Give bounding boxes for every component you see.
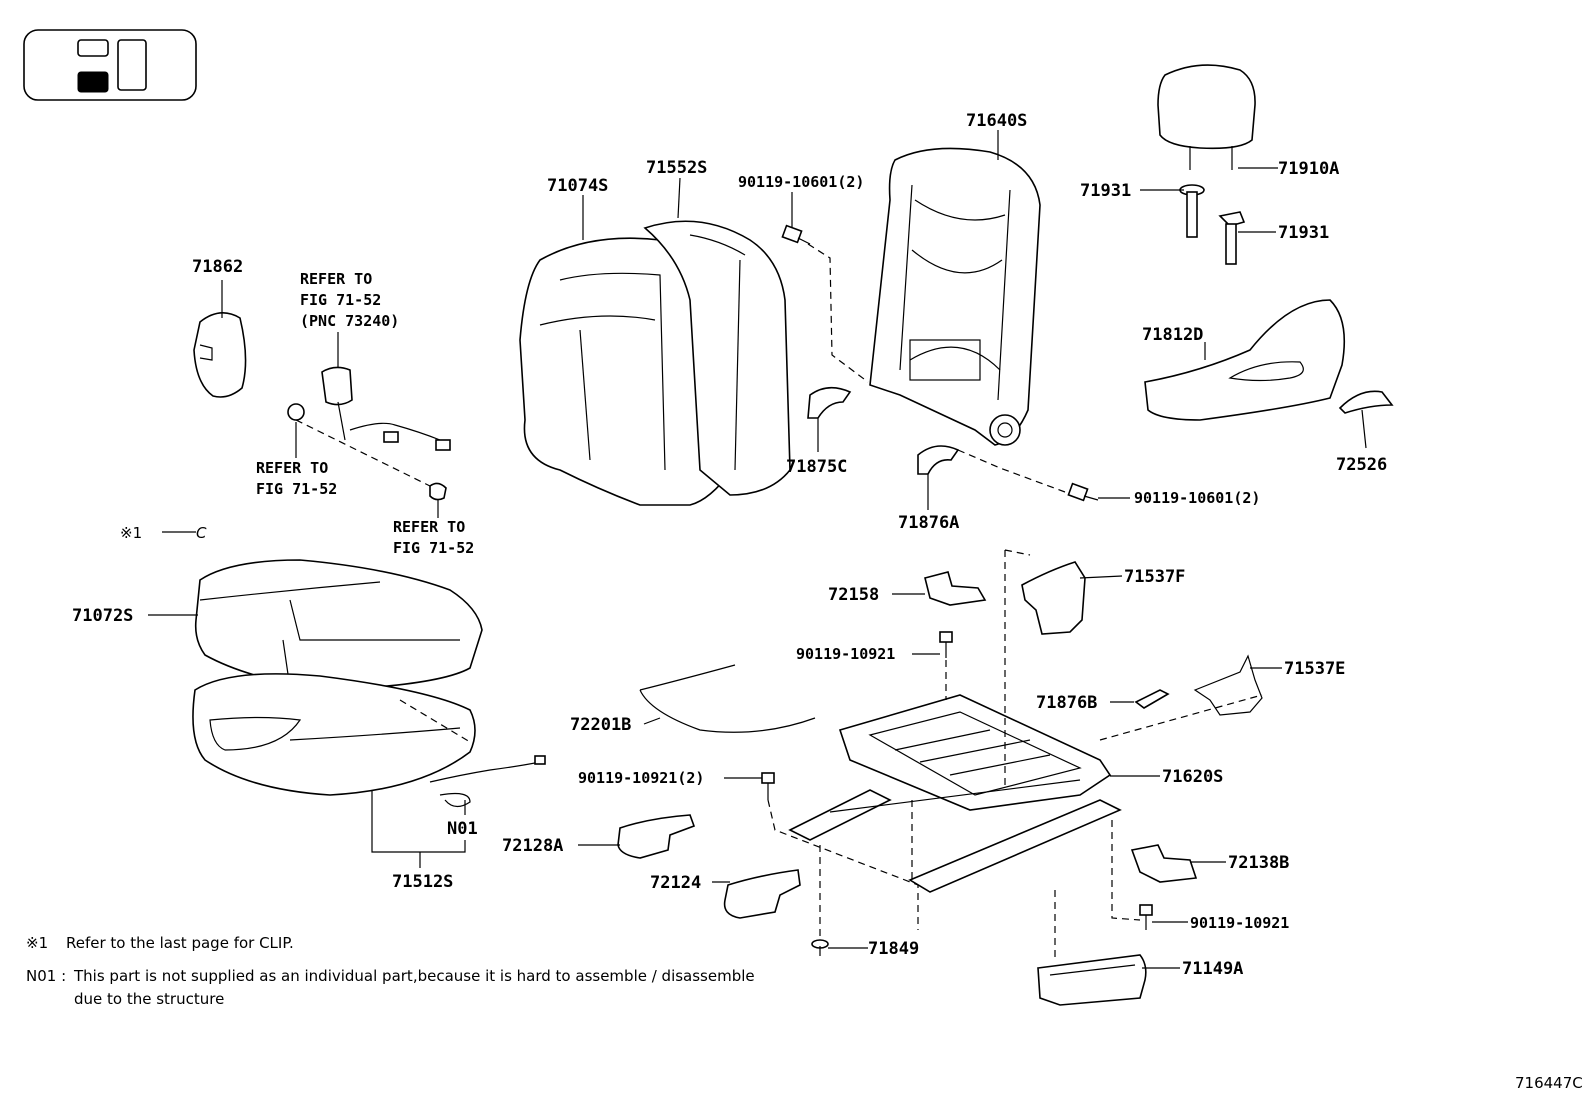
callout-71812D: 71812D	[1142, 325, 1203, 345]
rail-bracket-72158-drawing	[924, 571, 987, 606]
callout-71620S: 71620S	[1162, 767, 1223, 787]
cover-71875C-drawing	[807, 386, 852, 419]
callout-71149A: 71149A	[1182, 959, 1243, 979]
callout-71537E: 71537E	[1284, 659, 1345, 679]
callout-71931-upper: 71931	[1080, 181, 1131, 201]
callout-72201B: 72201B	[570, 715, 631, 735]
wire-72201B-drawing	[639, 664, 816, 733]
callout-71875C: 71875C	[786, 457, 847, 477]
seat-wire-drawing	[429, 755, 546, 808]
refer-note-right-line1: REFER TO	[393, 518, 465, 536]
callout-72526: 72526	[1336, 455, 1387, 475]
illustration-code: 716447C	[1515, 1074, 1583, 1092]
seatback-cover-drawing	[519, 237, 733, 506]
callout-71876B: 71876B	[1036, 693, 1097, 713]
callout-71849: 71849	[868, 939, 919, 959]
headrest-support-lower-drawing	[1218, 211, 1246, 265]
callout-71910A: 71910A	[1278, 159, 1339, 179]
refer-note-right-line2: FIG 71-52	[393, 539, 474, 557]
callout-72158: 72158	[828, 585, 879, 605]
footnote-1-text: Refer to the last page for CLIP.	[66, 934, 294, 952]
leader-lines	[148, 130, 1367, 969]
cover-71876A-drawing	[917, 445, 960, 475]
cushion-shield-drawing	[1144, 299, 1346, 421]
seatbelt-buckle-drawing	[287, 366, 451, 501]
cushion-cover-drawing	[194, 559, 483, 691]
callout-90119-10921-upper: 90119-10921	[796, 645, 895, 663]
clip-marker: ※1	[120, 524, 142, 542]
callout-71552S: 71552S	[646, 158, 707, 178]
bolt-icon	[1067, 482, 1099, 502]
bracket-72138B-drawing	[1130, 844, 1198, 883]
seatback-frame-drawing	[869, 147, 1041, 446]
side-cover-71537F-drawing	[1021, 561, 1086, 635]
side-cover-71537E-drawing	[1193, 654, 1263, 716]
seat-adjuster-frame-drawing	[788, 694, 1122, 893]
assembly-lines	[295, 243, 1263, 960]
cover-71149A-drawing	[1037, 954, 1147, 1006]
footnote-1-mark: ※1	[26, 934, 48, 952]
refer-note-buckle-line1: REFER TO	[300, 270, 372, 288]
seatback-pad-drawing	[643, 220, 791, 496]
clip-icon	[811, 939, 829, 956]
bolt-icon	[939, 631, 953, 658]
cover-71876B-drawing	[1134, 689, 1170, 709]
refer-note-buckle-line3: (PNC 73240)	[300, 312, 399, 330]
callout-72124: 72124	[650, 873, 701, 893]
footnote-2-text-line1: This part is not supplied as an individu…	[73, 967, 755, 985]
shield-cover-drawing	[1338, 390, 1394, 414]
callout-71074S: 71074S	[547, 176, 608, 196]
headrest-drawing	[1157, 64, 1256, 170]
callout-71931-lower: 71931	[1278, 223, 1329, 243]
callout-71072S: 71072S	[72, 606, 133, 626]
callout-90119-10601-upper: 90119-10601(2)	[738, 173, 864, 191]
cushion-pad-drawing	[192, 673, 476, 796]
seat-cover-part-drawing	[193, 312, 247, 398]
clip-letter: C	[196, 524, 207, 542]
bolt-icon	[1139, 904, 1153, 930]
callout-71862: 71862	[192, 257, 243, 277]
pad-72128A-drawing	[617, 814, 696, 859]
callout-90119-10921-lower: 90119-10921	[1190, 914, 1289, 932]
refer-note-left-line1: REFER TO	[256, 459, 328, 477]
bolt-icon	[781, 224, 811, 245]
callout-N01: N01	[447, 819, 478, 839]
refer-note-left-line2: FIG 71-52	[256, 480, 337, 498]
footnote-2-mark: N01 :	[26, 967, 66, 985]
callout-90119-10921-2: 90119-10921(2)	[578, 769, 704, 787]
callout-72128A: 72128A	[502, 836, 563, 856]
pad-72124-drawing	[723, 869, 801, 919]
callout-71537F: 71537F	[1124, 567, 1185, 587]
callout-71640S: 71640S	[966, 111, 1027, 131]
seat-locator-icon	[23, 29, 197, 101]
callout-71512S: 71512S	[392, 872, 453, 892]
refer-note-buckle-line2: FIG 71-52	[300, 291, 381, 309]
bolt-icon	[761, 772, 775, 800]
callout-72138B: 72138B	[1228, 853, 1289, 873]
callout-90119-10601-lower: 90119-10601(2)	[1134, 489, 1260, 507]
footnote-2-text-line2: due to the structure	[74, 990, 224, 1008]
headrest-support-upper-drawing	[1179, 184, 1205, 238]
callout-71876A: 71876A	[898, 513, 959, 533]
